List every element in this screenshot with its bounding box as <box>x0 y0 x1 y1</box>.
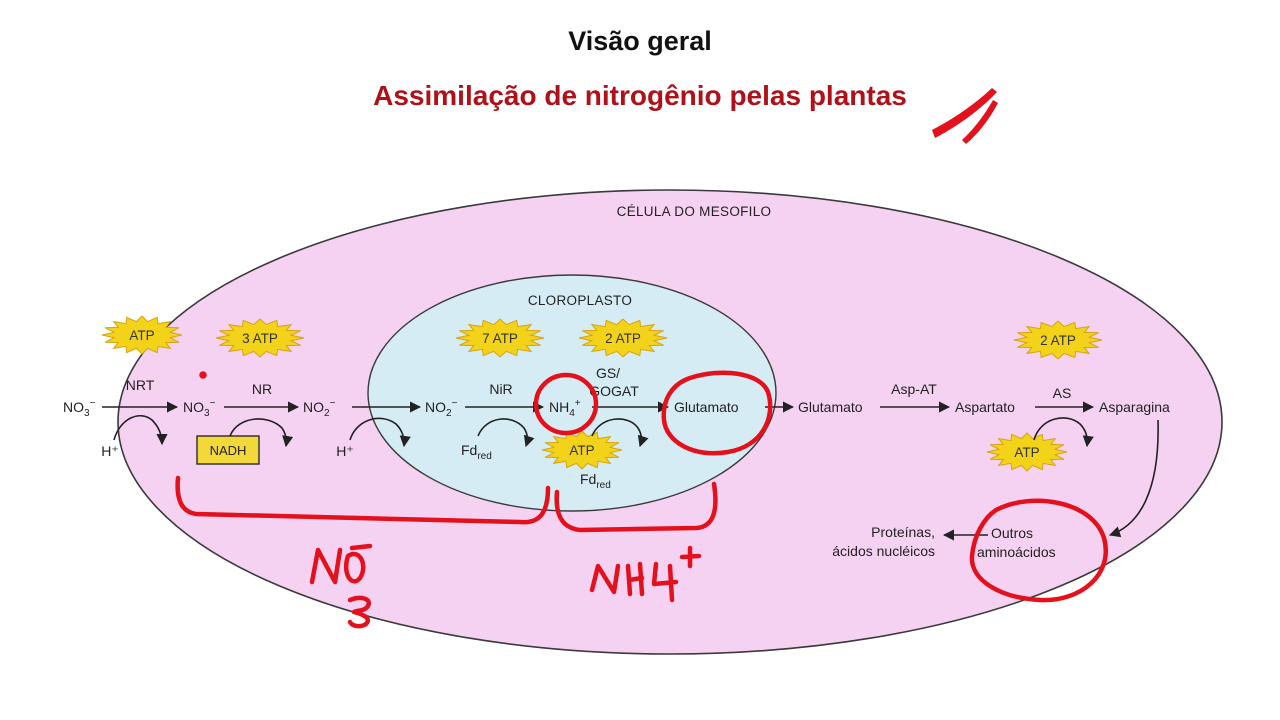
chloroplast-label: CLOROPLASTO <box>528 293 632 308</box>
handwritten-no3 <box>309 543 373 629</box>
atp-burst-nrt: ATP <box>101 315 183 355</box>
svg-text:3 ATP: 3 ATP <box>242 331 278 346</box>
fd-red-1: Fdred <box>461 442 492 462</box>
svg-text:2 ATP: 2 ATP <box>605 331 641 346</box>
circle-glutamato <box>661 370 773 456</box>
fd-red-2: Fdred <box>580 471 611 491</box>
no3-cytosol: NO3− <box>183 398 216 419</box>
h-plus-2: H⁺ <box>336 443 354 459</box>
glutamate-cytosol: Glutamato <box>798 399 863 415</box>
enzyme-nir: NiR <box>489 381 512 397</box>
no2-cytosol: NO2− <box>303 398 336 419</box>
enzyme-as: AS <box>1053 385 1072 401</box>
svg-text:ATP: ATP <box>129 328 154 343</box>
no3-outside: NO3− <box>63 398 96 419</box>
annotation-slash-marks <box>932 88 998 144</box>
proteins-nucleic-acids-2: ácidos nucléicos <box>832 543 935 559</box>
circle-other-aa <box>969 498 1108 603</box>
chloroplast <box>367 274 777 512</box>
enzyme-nr: NR <box>252 381 272 397</box>
asparagine: Asparagina <box>1099 399 1170 415</box>
enzyme-gogat: GOGAT <box>589 383 639 399</box>
no2-chloroplast: NO2− <box>425 398 458 419</box>
atp-burst-nir: 7 ATP <box>455 318 545 358</box>
red-annotations <box>175 370 1108 629</box>
enzyme-gs: GS/ <box>596 365 620 381</box>
other-amino-acids-2: aminoácidos <box>977 544 1056 560</box>
other-amino-acids: Outros <box>991 525 1033 541</box>
atp-burst-as-top: 2 ATP <box>1013 320 1103 360</box>
page-title: Visão geral <box>568 26 712 56</box>
bracket-nh4 <box>554 481 718 533</box>
nh4-chloroplast: NH4+ <box>549 398 581 419</box>
atp-burst-as-low: ATP <box>986 432 1068 472</box>
svg-text:NADH: NADH <box>210 443 247 458</box>
atp-burst-nr: 3 ATP <box>215 318 305 358</box>
svg-text:2 ATP: 2 ATP <box>1040 333 1076 348</box>
reaction-arrows <box>102 401 1159 541</box>
atp-burst-gs: 2 ATP <box>578 318 668 358</box>
svg-text:ATP: ATP <box>569 443 594 458</box>
nadh-box: NADH <box>196 435 260 465</box>
h-plus-1: H⁺ <box>101 443 119 459</box>
bracket-no3 <box>175 475 551 525</box>
proteins-nucleic-acids: Proteínas, <box>871 524 935 540</box>
atp-burst-gs-low: ATP <box>541 430 623 470</box>
enzyme-nrt: NRT <box>126 377 155 393</box>
circle-nh4 <box>533 372 599 436</box>
svg-text:7 ATP: 7 ATP <box>482 331 518 346</box>
glutamate-chloroplast: Glutamato <box>674 399 739 415</box>
cell-label: CÉLULA DO MESOFILO <box>617 204 772 219</box>
aspartate: Aspartato <box>955 399 1015 415</box>
enzyme-aspat: Asp-AT <box>891 381 937 397</box>
page-subtitle: Assimilação de nitrogênio pelas plantas <box>373 80 907 111</box>
svg-text:ATP: ATP <box>1014 445 1039 460</box>
handwritten-nh4 <box>589 545 702 603</box>
cofactor-arrows <box>113 415 1094 448</box>
